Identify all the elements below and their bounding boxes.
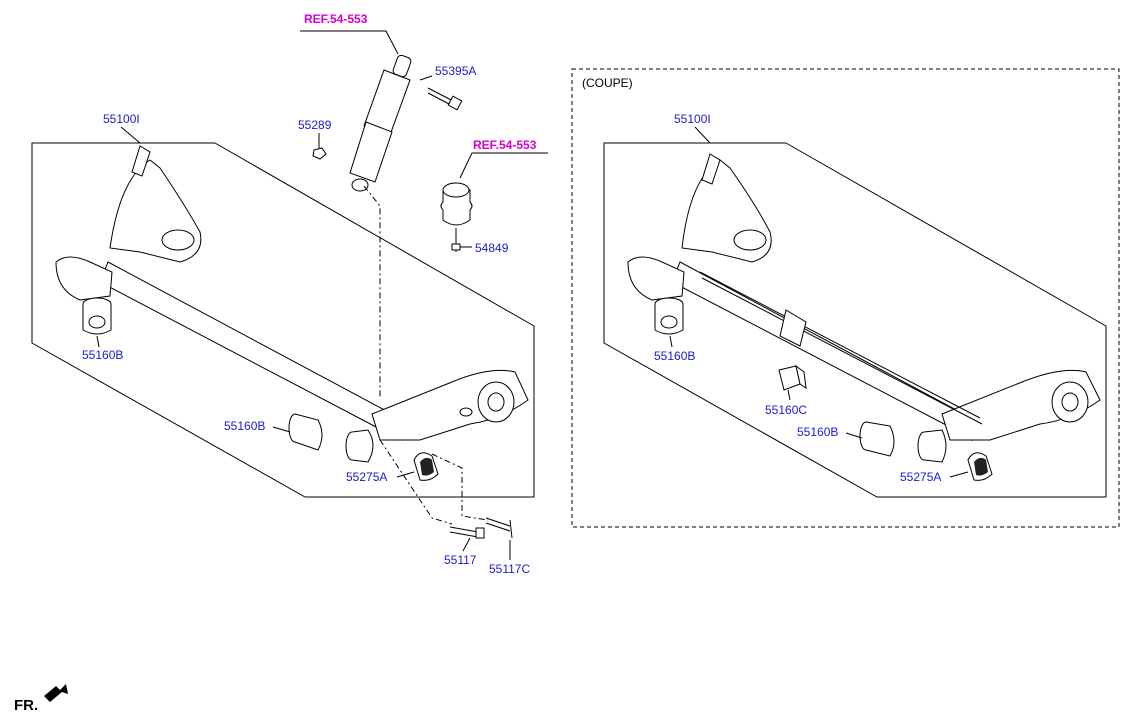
bolt-55117 xyxy=(449,526,485,539)
part-55289[interactable]: 55289 xyxy=(298,118,332,132)
nut-55289 xyxy=(312,147,327,160)
part-55100i-coupe[interactable]: 55100I xyxy=(674,112,711,126)
torsion-beam xyxy=(55,145,529,442)
left-frame-outline xyxy=(31,142,535,498)
part-55275a-left[interactable]: 55275A xyxy=(346,470,388,484)
coupe-assembly xyxy=(571,68,1120,528)
part-54849[interactable]: 54849 xyxy=(475,241,509,255)
ref-label-mid[interactable]: REF.54-553 xyxy=(473,138,537,152)
front-label: FR. xyxy=(14,697,39,714)
coupe-bushing-55160b-lower xyxy=(859,421,895,457)
front-direction-arrow-icon xyxy=(44,684,68,702)
coupe-bracket-55275a xyxy=(967,452,993,481)
part-55275a-coupe[interactable]: 55275A xyxy=(900,470,942,484)
part-55160b-coupe-upper[interactable]: 55160B xyxy=(654,349,696,363)
coupe-bushing-55160b-upper xyxy=(654,297,684,335)
part-55395a[interactable]: 55395A xyxy=(435,64,477,78)
coupe-dashed-box xyxy=(571,68,1120,528)
coupe-title: (COUPE) xyxy=(582,76,633,90)
bushing-axle-end xyxy=(345,429,374,463)
part-55100i-left[interactable]: 55100I xyxy=(103,112,140,126)
part-55160c[interactable]: 55160C xyxy=(765,403,808,417)
bolt-55117c xyxy=(485,517,513,539)
bump-stopper xyxy=(440,182,473,252)
part-55160b-left-upper[interactable]: 55160B xyxy=(82,348,124,362)
bolt-55395a xyxy=(427,87,463,111)
ref-label-top[interactable]: REF.54-553 xyxy=(304,12,368,26)
coupe-torsion-beam xyxy=(627,153,1101,442)
part-55160b-coupe-lower[interactable]: 55160B xyxy=(797,425,839,439)
bracket-55275a xyxy=(413,452,439,481)
right-frame-outline xyxy=(603,142,1107,498)
part-55160b-left-lower[interactable]: 55160B xyxy=(224,419,266,433)
left-assembly xyxy=(31,30,548,560)
part-55117[interactable]: 55117 xyxy=(444,553,477,567)
part-55117c[interactable]: 55117C xyxy=(489,562,531,576)
bushing-55160b-lower xyxy=(288,413,323,451)
coupe-clamp-55160c xyxy=(778,364,807,391)
bushing-55160b-upper xyxy=(82,297,112,335)
coupe-bushing-axle-end xyxy=(917,429,947,463)
shock-absorber xyxy=(349,54,412,192)
